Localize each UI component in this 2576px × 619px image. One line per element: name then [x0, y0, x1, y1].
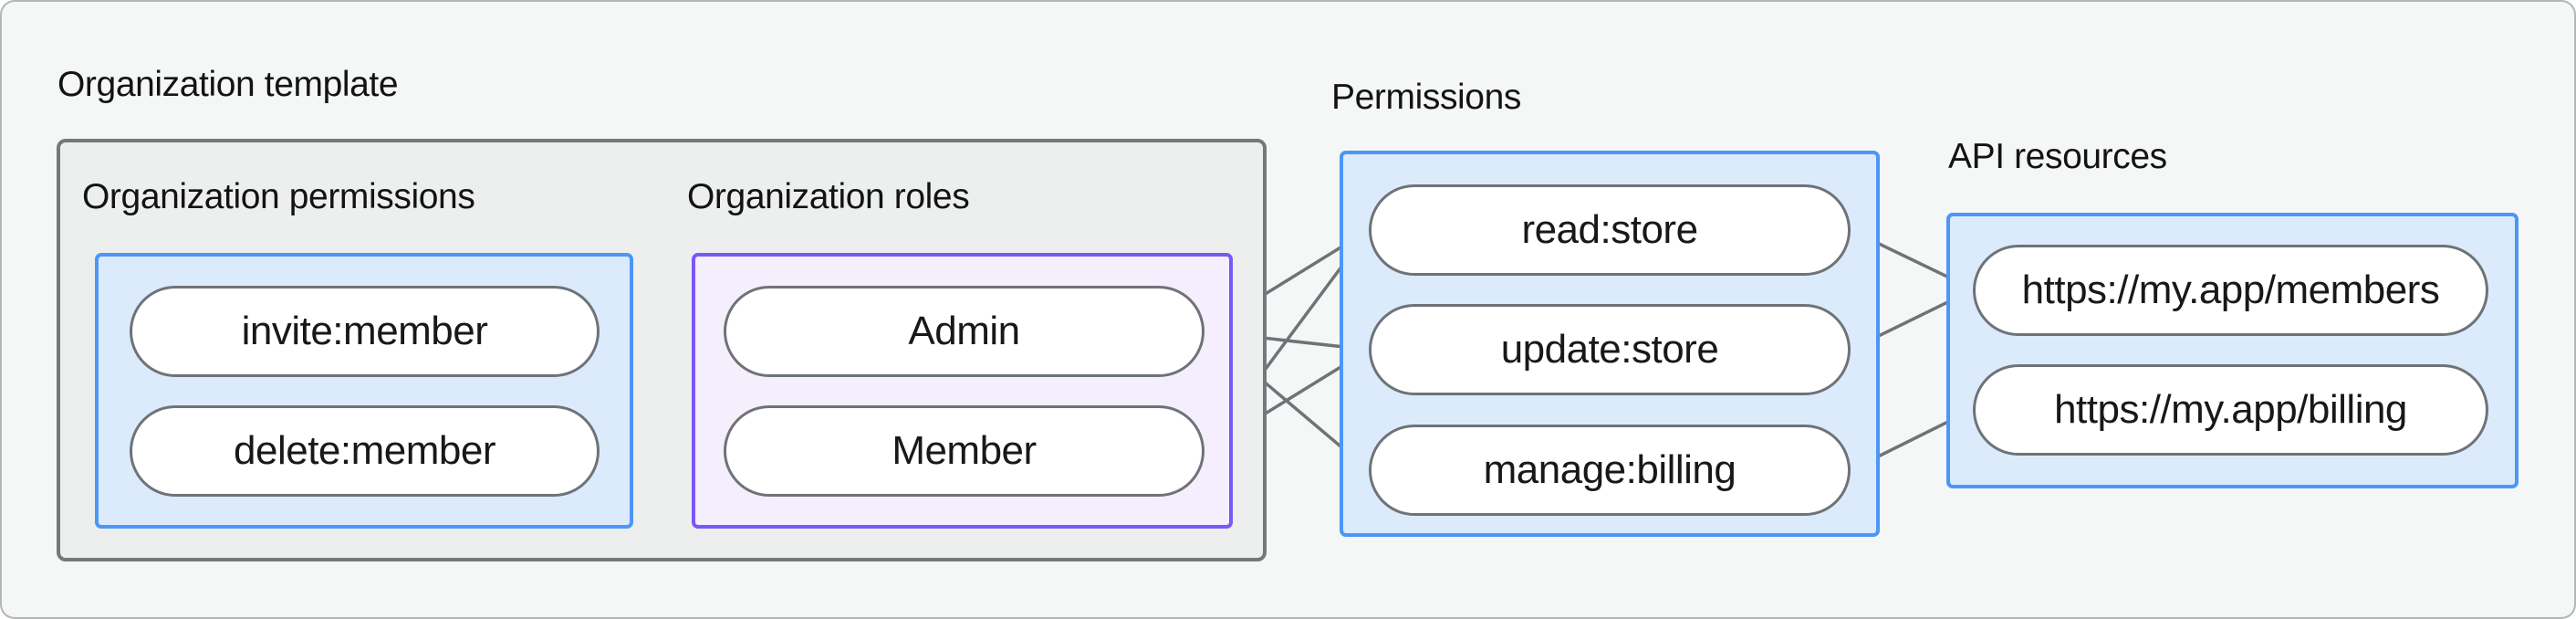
- node-admin-role: Admin: [724, 286, 1205, 377]
- api-resources-label: API resources: [1948, 137, 2167, 176]
- permissions-label: Permissions: [1331, 78, 1521, 117]
- node-manage-billing: manage:billing: [1369, 425, 1851, 516]
- organization-template-label: Organization template: [57, 65, 399, 104]
- node-billing-api-url: https://my.app/billing: [1973, 364, 2488, 456]
- node-member-role: Member: [724, 405, 1205, 497]
- node-read-store: read:store: [1369, 184, 1851, 276]
- organization-permissions-label: Organization permissions: [82, 177, 475, 216]
- node-invite-member: invite:member: [130, 286, 600, 377]
- organization-roles-label: Organization roles: [687, 177, 970, 216]
- node-delete-member: delete:member: [130, 405, 600, 497]
- node-members-api-url: https://my.app/members: [1973, 245, 2488, 336]
- node-update-store: update:store: [1369, 304, 1851, 395]
